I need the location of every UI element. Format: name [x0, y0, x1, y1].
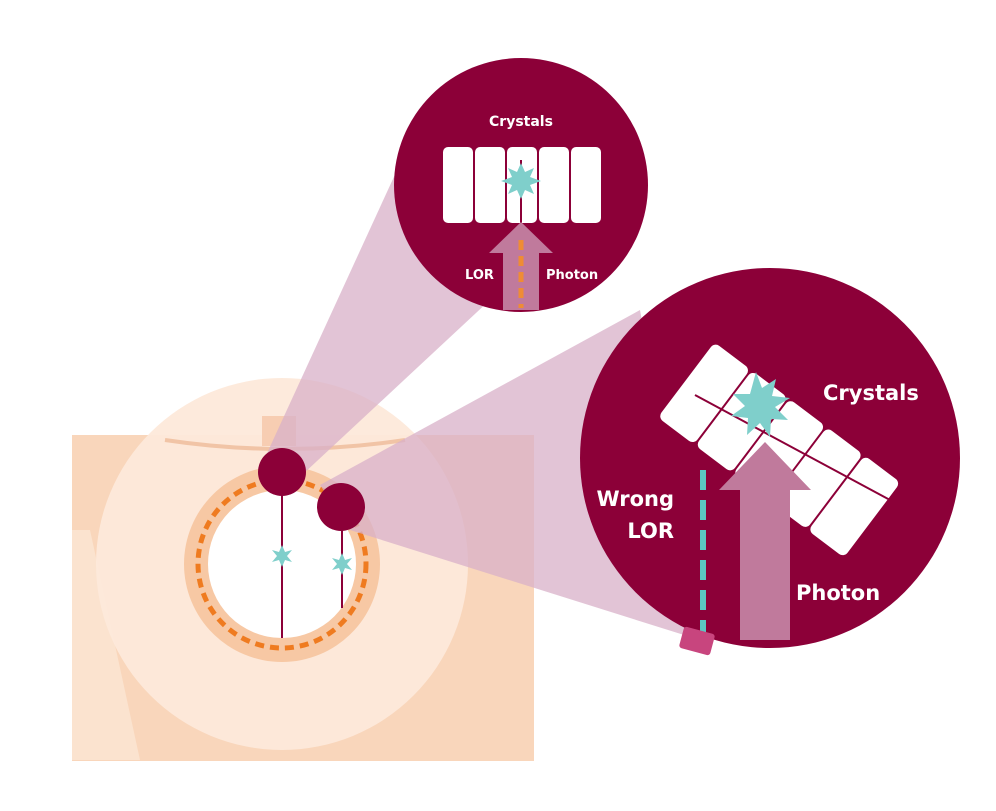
wrong-lor-end-cap: [679, 626, 715, 656]
right-crystal-block: [660, 344, 899, 556]
detector-dot-top: [258, 448, 306, 496]
top-crystal-row: [443, 147, 601, 223]
right-lor-diagonal: [694, 394, 891, 501]
crystal: [810, 457, 899, 556]
right-photon-label: Photon: [796, 581, 880, 605]
wrong-label: Wrong: [596, 487, 674, 511]
crystal: [571, 147, 601, 223]
crystal: [443, 147, 473, 223]
detector-dot-right: [317, 483, 365, 531]
crystal: [475, 147, 505, 223]
crystal: [772, 429, 861, 527]
crystal: [539, 147, 569, 223]
flash-small-1: [272, 545, 292, 567]
flash-small-2: [332, 553, 352, 575]
top-inset: Crystals LOR Photon: [394, 58, 648, 312]
top-lor-label: LOR: [465, 268, 494, 283]
lor-label: LOR: [627, 519, 674, 543]
right-flash: [731, 372, 790, 437]
right-inset: Crystals Wrong LOR Photon: [580, 268, 960, 656]
top-flash: [501, 163, 541, 199]
crystal: [660, 344, 748, 443]
scanner-bevel: [72, 530, 140, 760]
right-photon-arrow: [719, 442, 811, 640]
top-crystals-label: Crystals: [489, 114, 553, 130]
top-photon-label: Photon: [546, 268, 598, 283]
right-crystals-label: Crystals: [823, 381, 919, 405]
